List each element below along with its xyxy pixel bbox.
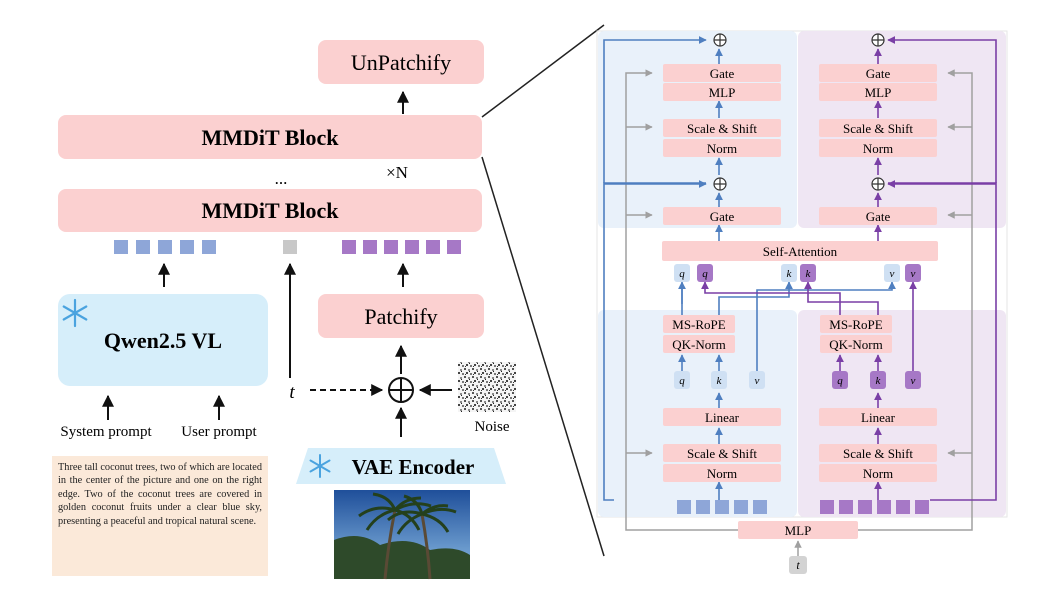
prompt-caption: Three tall coconut trees, two of which a… — [52, 456, 268, 576]
t-token-right — [789, 556, 807, 574]
mmdit-block-bottom-label: MMDiT Block — [201, 198, 339, 223]
plus-circle-icon — [713, 177, 727, 191]
qwen-box — [58, 294, 268, 386]
mmdit-block-bottom — [58, 189, 482, 232]
mmdit-block-top-label: MMDiT Block — [201, 125, 339, 150]
right-image-tokens — [820, 500, 929, 514]
unpatchify-label: UnPatchify — [351, 50, 451, 75]
right-k: k — [876, 375, 882, 387]
vae-snowflake-icon — [309, 454, 331, 478]
attn-v-purple: v — [911, 268, 916, 280]
mmdit-block-top — [58, 115, 482, 159]
right-norm-bottom-label: Norm — [863, 466, 893, 481]
right-scale-shift-top — [819, 119, 937, 137]
left-qk-norm-label: QK-Norm — [672, 337, 725, 352]
right-scale-shift-bottom — [819, 444, 937, 462]
self-attention-label: Self-Attention — [763, 244, 838, 259]
system-prompt-label: System prompt — [60, 424, 152, 440]
left-scale-shift-top — [663, 119, 781, 137]
timestep-token — [283, 240, 297, 254]
left-scale-shift-top-label: Scale & Shift — [687, 121, 757, 136]
right-q: q — [837, 375, 843, 387]
mlp-bottom-label: MLP — [785, 523, 812, 538]
t-label-left: t — [289, 382, 295, 403]
snowflake-icon — [62, 298, 88, 328]
plus-circle-icon — [388, 377, 414, 403]
attn-k-blue: k — [787, 268, 793, 280]
mlp-bottom — [738, 521, 858, 539]
user-prompt-label: User prompt — [181, 424, 257, 440]
patchify-label: Patchify — [364, 304, 437, 329]
right-panel-border — [596, 30, 1008, 518]
right-ms-rope-label: MS-RoPE — [829, 317, 883, 332]
noise-label: Noise — [475, 419, 510, 435]
right-gate-top-label: Gate — [866, 66, 891, 81]
left-k: k — [717, 375, 723, 387]
left-qk-norm — [663, 335, 735, 353]
left-mlp — [663, 83, 781, 101]
attn-q-purple: q — [702, 268, 708, 280]
noise-image — [458, 362, 516, 412]
patchify-box — [318, 294, 484, 338]
left-norm-bottom — [663, 464, 781, 482]
right-ms-rope — [820, 315, 892, 333]
plus-circle-icon — [871, 33, 885, 47]
attn-k-purple: k — [806, 268, 812, 280]
right-linear-label: Linear — [861, 410, 896, 425]
right-mlp — [819, 83, 937, 101]
left-norm-top-label: Norm — [707, 141, 737, 156]
right-linear — [819, 408, 937, 426]
palm-tree-photo — [334, 490, 470, 580]
left-q: q — [679, 375, 685, 387]
right-scale-shift-top-label: Scale & Shift — [843, 121, 913, 136]
attn-v-blue: v — [890, 268, 895, 280]
right-gate-mid-label: Gate — [866, 209, 891, 224]
text-tokens — [114, 240, 216, 254]
left-ms-rope — [663, 315, 735, 333]
left-gate-top — [663, 64, 781, 82]
right-text-tokens — [677, 500, 767, 514]
right-norm-bottom — [819, 464, 937, 482]
t-label-right: t — [796, 558, 800, 572]
attn-q-blue: q — [679, 268, 685, 280]
vae-encoder-box — [296, 448, 506, 484]
left-gate-mid-label: Gate — [710, 209, 735, 224]
left-norm-bottom-label: Norm — [707, 466, 737, 481]
repeat-label: ×N — [386, 163, 408, 182]
plus-circle-icon — [871, 177, 885, 191]
left-gate-mid — [663, 207, 781, 225]
left-linear-label: Linear — [705, 410, 740, 425]
qwen-label: Qwen2.5 VL — [104, 328, 222, 353]
unpatchify-box — [318, 40, 484, 84]
right-scale-shift-bottom-label: Scale & Shift — [843, 446, 913, 461]
right-norm-top-label: Norm — [863, 141, 893, 156]
right-v: v — [911, 375, 916, 387]
left-norm-top — [663, 139, 781, 157]
left-mlp-label: MLP — [709, 85, 736, 100]
right-gate-mid — [819, 207, 937, 225]
right-gate-top — [819, 64, 937, 82]
ellipsis: ... — [275, 169, 288, 188]
left-scale-shift-bottom-label: Scale & Shift — [687, 446, 757, 461]
left-gate-top-label: Gate — [710, 66, 735, 81]
plus-circle-icon — [713, 33, 727, 47]
left-linear — [663, 408, 781, 426]
self-attention-box — [662, 241, 938, 261]
left-ms-rope-label: MS-RoPE — [672, 317, 726, 332]
left-v: v — [755, 375, 760, 387]
image-tokens — [342, 240, 461, 254]
right-qk-norm — [820, 335, 892, 353]
right-qk-norm-label: QK-Norm — [829, 337, 882, 352]
right-norm-top — [819, 139, 937, 157]
right-mlp-label: MLP — [865, 85, 892, 100]
vae-encoder-label: VAE Encoder — [352, 455, 475, 479]
left-scale-shift-bottom — [663, 444, 781, 462]
